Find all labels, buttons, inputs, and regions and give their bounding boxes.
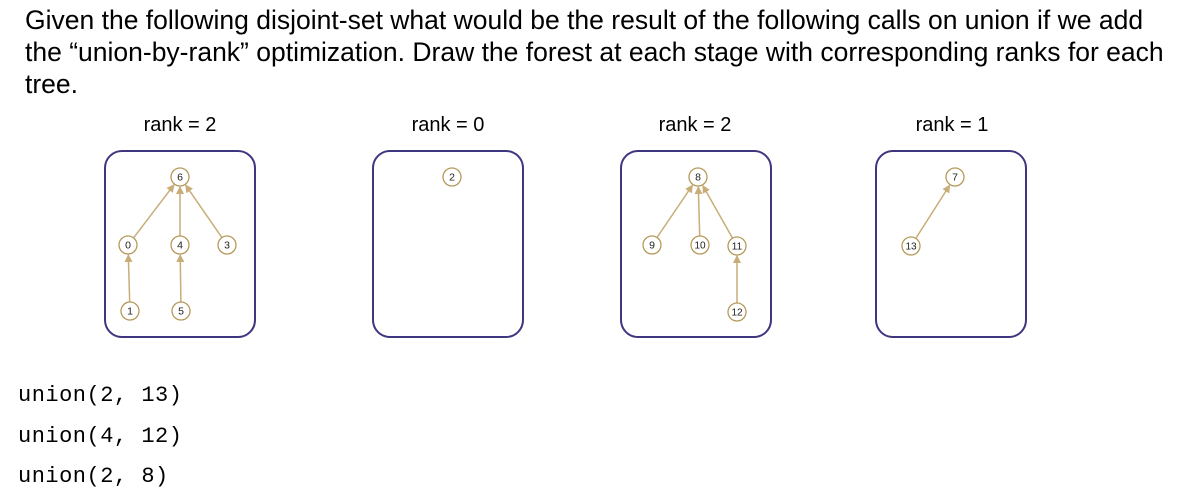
node-label: 1 bbox=[127, 306, 133, 318]
node-label: 6 bbox=[177, 172, 183, 184]
union-call: union(2, 13) bbox=[18, 383, 183, 408]
node-circle bbox=[120, 301, 140, 321]
node-circle bbox=[727, 236, 747, 256]
tree-node: 11 bbox=[727, 236, 747, 256]
parent-edge bbox=[915, 184, 951, 239]
tree-node: 8 bbox=[688, 167, 708, 187]
node-circle bbox=[688, 167, 708, 187]
tree-node: 2 bbox=[442, 167, 462, 187]
union-calls-list: union(2, 13) union(4, 12) union(2, 8) bbox=[18, 380, 182, 502]
node-label: 13 bbox=[905, 242, 917, 253]
node-circle bbox=[442, 167, 462, 187]
node-label: 0 bbox=[125, 240, 131, 252]
question-text: Given the following disjoint-set what wo… bbox=[25, 5, 1164, 99]
parent-edge bbox=[176, 254, 185, 303]
tree-node: 4 bbox=[170, 235, 190, 255]
node-label: 5 bbox=[178, 306, 184, 318]
tree-node: 6 bbox=[170, 167, 190, 187]
union-call: union(4, 12) bbox=[18, 423, 183, 449]
node-circle bbox=[171, 301, 191, 321]
node-circle bbox=[642, 235, 662, 255]
tree-rank-label: rank = 0 bbox=[411, 114, 485, 136]
node-label: 7 bbox=[952, 172, 958, 184]
tree-rank-label: rank = 1 bbox=[915, 114, 989, 136]
node-label: 8 bbox=[695, 172, 701, 184]
parent-edge bbox=[694, 186, 703, 237]
node-circle bbox=[901, 236, 921, 256]
tree-node: 3 bbox=[217, 235, 237, 255]
node-label: 3 bbox=[224, 240, 230, 252]
tree-node: 10 bbox=[690, 235, 710, 255]
node-circle bbox=[690, 235, 710, 255]
node-circle bbox=[170, 167, 190, 187]
node-label: 11 bbox=[732, 242, 743, 253]
node-circle bbox=[118, 235, 138, 255]
tree-node: 13 bbox=[901, 236, 921, 256]
node-circle bbox=[170, 235, 190, 255]
node-label: 9 bbox=[649, 240, 655, 252]
tree-node: 1 bbox=[120, 301, 140, 321]
node-circle bbox=[727, 302, 747, 322]
node-circle bbox=[945, 167, 965, 187]
node-circle bbox=[217, 235, 237, 255]
tree-node: 9 bbox=[642, 235, 662, 255]
tree-node: 7 bbox=[945, 167, 965, 187]
tree-node: 0 bbox=[118, 235, 138, 255]
parent-edge bbox=[656, 184, 694, 238]
parent-edge bbox=[132, 184, 175, 239]
node-label: 12 bbox=[731, 308, 743, 319]
union-call: union(2, 8) bbox=[18, 464, 169, 489]
tree-rank-label: rank = 2 bbox=[658, 114, 732, 136]
tree-rank-label: rank = 2 bbox=[143, 114, 217, 136]
tree-node: 5 bbox=[171, 301, 191, 321]
node-label: 4 bbox=[177, 240, 183, 252]
parent-edge bbox=[702, 184, 734, 239]
node-label: 2 bbox=[449, 172, 455, 184]
parent-edge bbox=[124, 254, 133, 303]
node-label: 10 bbox=[694, 241, 706, 252]
tree-node: 12 bbox=[727, 302, 747, 322]
parent-edge bbox=[185, 184, 223, 239]
